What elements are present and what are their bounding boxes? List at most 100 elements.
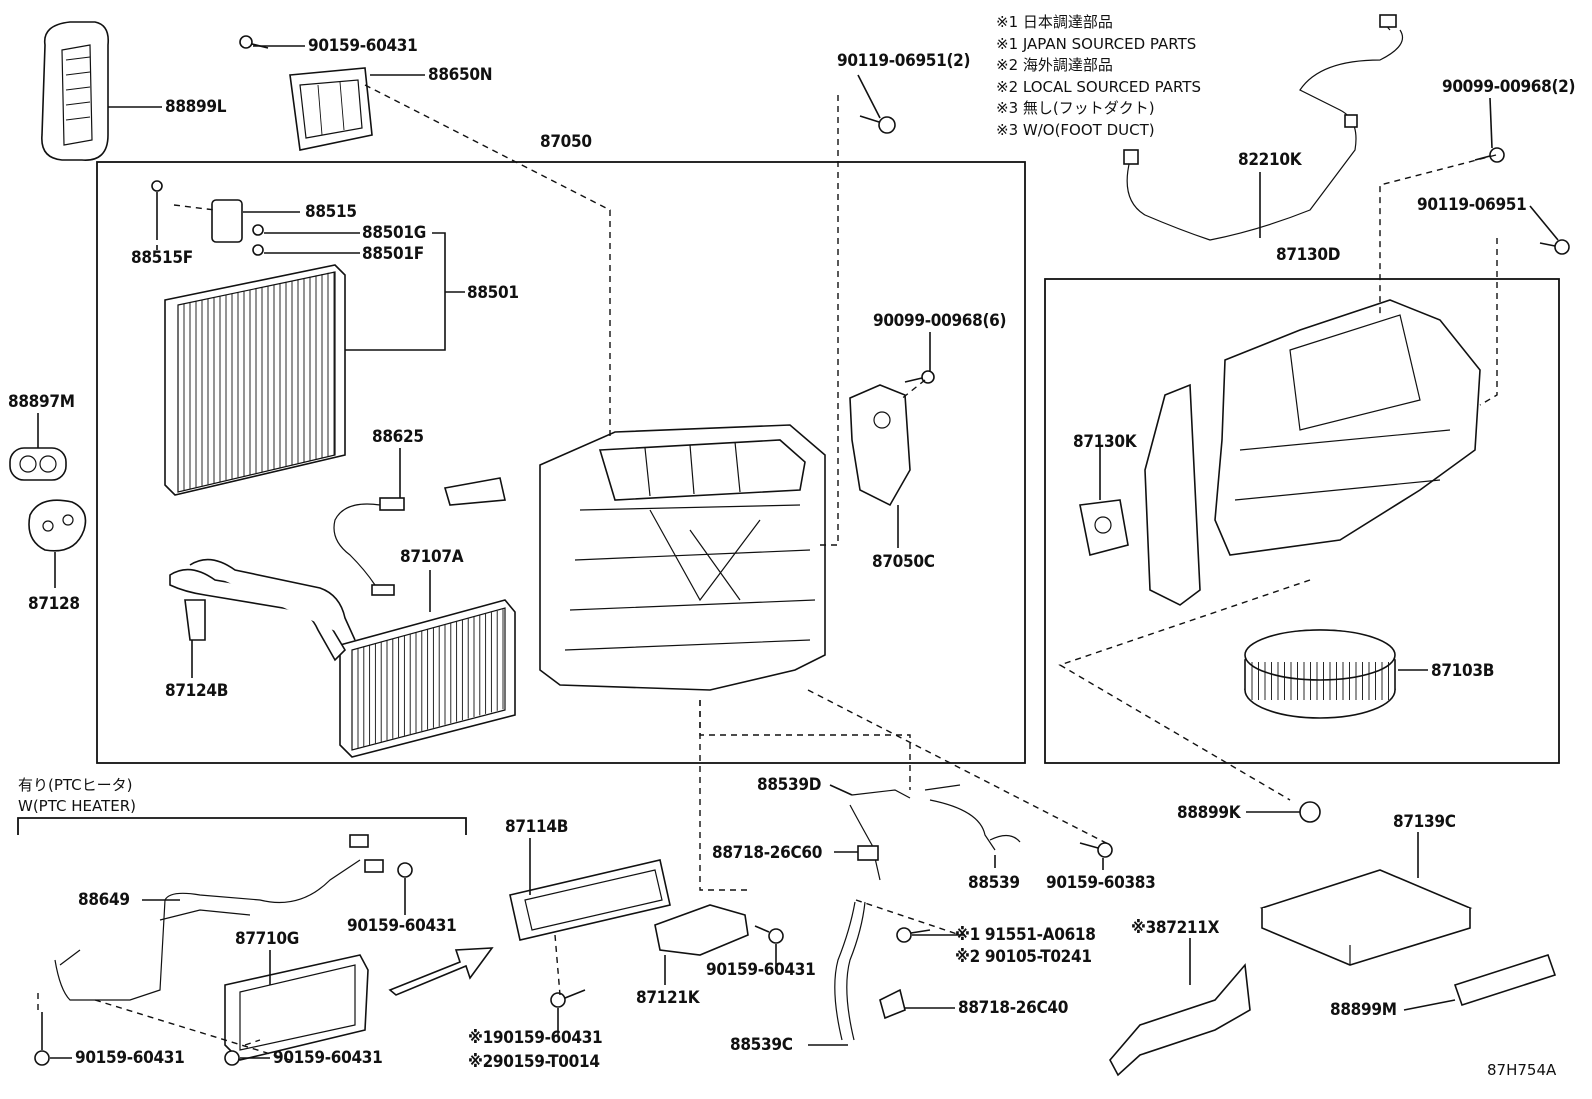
- label-90099-00968-6: 90099-00968(6): [873, 311, 1006, 331]
- label-90159-60431-b: 90159-60431: [75, 1048, 184, 1068]
- label-88501: 88501: [467, 283, 519, 303]
- label-90159-60431-top: 90159-60431: [308, 36, 417, 56]
- label-88515: 88515: [305, 202, 357, 222]
- label-87130K: 87130K: [1073, 432, 1138, 452]
- label-90119-06951: 90119-06951: [1417, 195, 1526, 215]
- label-87139C: 87139C: [1393, 812, 1456, 832]
- heater-87710G: [224, 954, 369, 1061]
- label-87050: 87050: [540, 132, 592, 152]
- note-line-4: ※2 LOCAL SOURCED PARTS: [996, 78, 1201, 96]
- label-87050C: 87050C: [872, 552, 935, 572]
- label-90105-T0241: ※2 90105-T0241: [955, 947, 1092, 967]
- label-87124B: 87124B: [165, 681, 228, 701]
- screw-90159-60431-mid: [754, 925, 784, 944]
- ptc-heater-label-en: W(PTC HEATER): [18, 797, 136, 815]
- o-rings-88501: [252, 224, 264, 256]
- wire-harness-82210K: [1123, 14, 1404, 241]
- label-87103B: 87103B: [1431, 661, 1494, 681]
- label-88899K: 88899K: [1177, 803, 1242, 823]
- label-88539D: 88539D: [757, 775, 821, 795]
- label-88899L: 88899L: [165, 97, 227, 117]
- label-90159-T0014: ※290159-T0014: [468, 1052, 600, 1072]
- diagram-code: 87H754A: [1487, 1061, 1557, 1079]
- hose-88539C: [834, 901, 866, 1041]
- label-90159-60431-c: 90159-60431: [273, 1048, 382, 1068]
- harness-88649: [54, 834, 384, 1001]
- screw-90099-right: [1474, 147, 1505, 163]
- duct-seal-88899L: [41, 21, 110, 161]
- filter-cover-88899M: [1453, 953, 1557, 1007]
- leader-lines: [37, 45, 1559, 1059]
- label-88649: 88649: [78, 890, 130, 910]
- bolt-left: [34, 1012, 50, 1066]
- label-90159-60431-e: ※190159-60431: [468, 1028, 602, 1048]
- arrow: [388, 947, 494, 996]
- screw-90119-top: [859, 115, 896, 134]
- label-88625: 88625: [372, 427, 424, 447]
- label-90099-00968-2: 90099-00968(2): [1442, 77, 1575, 97]
- screw-90159-60383: [1079, 842, 1113, 858]
- label-88897M: 88897M: [8, 392, 75, 412]
- evaporator-88501: [164, 264, 346, 496]
- label-91551-A0618: ※1 91551-A0618: [955, 925, 1096, 945]
- label-88718-26C60: 88718-26C60: [712, 843, 822, 863]
- heater-core-87107A: [169, 558, 516, 758]
- screw-88649: [397, 862, 413, 878]
- ptc-heater-bracket: [17, 817, 467, 835]
- screw-90119-right: [1539, 239, 1570, 255]
- nut-88899K: [1299, 801, 1321, 823]
- thermistor-88625: [333, 497, 405, 596]
- label-87130D: 87130D: [1276, 245, 1340, 265]
- label-90159-60383: 90159-60383: [1046, 873, 1155, 893]
- notes-block: ※1 日本調達部品 ※1 JAPAN SOURCED PARTS ※2 海外調達…: [996, 13, 1201, 139]
- dashed-references: [37, 84, 1498, 1061]
- note-line-3: ※2 海外調達部品: [996, 56, 1113, 74]
- blower-case-87130D: [1144, 299, 1481, 606]
- label-90119-06951-2: 90119-06951(2): [837, 51, 970, 71]
- label-88899M: 88899M: [1330, 1000, 1397, 1020]
- duct-87211X: [1109, 963, 1251, 1077]
- label-88501F: 88501F: [362, 244, 424, 264]
- bolt-87710G: [224, 1050, 240, 1066]
- cover-87128: [28, 499, 87, 552]
- screw-90159-bottom: [550, 989, 586, 1008]
- label-82210K: 82210K: [1238, 150, 1303, 170]
- ptc-heater-87114B: [509, 859, 671, 941]
- label-88718-26C40: 88718-26C40: [958, 998, 1068, 1018]
- blower-assembly-box: [1044, 278, 1560, 764]
- label-88539: 88539: [968, 873, 1020, 893]
- note-line-2: ※1 JAPAN SOURCED PARTS: [996, 35, 1196, 53]
- label-88650N: 88650N: [428, 65, 492, 85]
- hose-88539: [924, 784, 1021, 851]
- hvac-assembly-box: [96, 161, 1026, 764]
- blower-motor-87103B: [1244, 629, 1396, 719]
- label-87710G: 87710G: [235, 929, 299, 949]
- expansion-valve-88515: [151, 180, 243, 243]
- clamp-88718-26C40: [879, 988, 906, 1020]
- filter-87139C: [1259, 869, 1473, 966]
- note-line-5: ※3 無し(フットダクト): [996, 99, 1155, 117]
- grommet-88897M: [9, 447, 67, 481]
- clamp-87124B: [184, 599, 206, 641]
- part-labels: 90159-60431 88650N 88899L 87050 90119-06…: [8, 36, 1575, 1072]
- hose-88539D: [849, 789, 911, 881]
- label-88539C: 88539C: [730, 1035, 793, 1055]
- label-88515F: 88515F: [131, 248, 193, 268]
- screw-90099: [904, 370, 935, 384]
- bolt-91551: [896, 927, 931, 943]
- servo-87130K: [1079, 499, 1129, 556]
- ptc-heater-label-jp: 有り(PTCヒータ): [18, 776, 133, 794]
- label-87128: 87128: [28, 594, 80, 614]
- label-90159-60431-d: 90159-60431: [706, 960, 815, 980]
- clamp-88718-26C60: [857, 845, 879, 861]
- label-87121K: 87121K: [636, 988, 701, 1008]
- hvac-unit-87050: [443, 424, 826, 691]
- note-line-1: ※1 日本調達部品: [996, 13, 1113, 31]
- amplifier-88650N: [289, 67, 373, 151]
- actuator-87050C: [849, 384, 911, 507]
- label-90159-60431-a: 90159-60431: [347, 916, 456, 936]
- note-line-6: ※3 W/O(FOOT DUCT): [996, 121, 1155, 139]
- bracket-87121K: [654, 904, 749, 956]
- label-88501G: 88501G: [362, 223, 426, 243]
